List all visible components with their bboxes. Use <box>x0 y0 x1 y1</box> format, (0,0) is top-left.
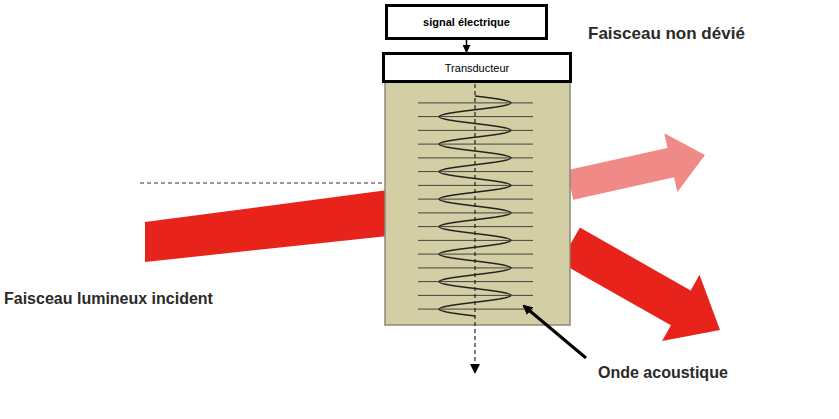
reference-line <box>140 182 385 183</box>
wavefront-line <box>418 130 533 131</box>
incident-beam <box>145 190 388 262</box>
box-label: signal électrique <box>423 16 510 28</box>
signal-arrow <box>466 40 468 52</box>
leader-line <box>524 306 586 358</box>
undeviated-beam <box>567 133 705 199</box>
crystal-block <box>385 82 570 325</box>
transducer-box: Transducteur <box>382 52 572 83</box>
signal-box: signal électrique <box>385 4 548 40</box>
propagation-axis <box>474 84 475 372</box>
beam-label: Faisceau non dévié <box>588 24 745 44</box>
wavefront-line <box>418 116 533 117</box>
beam-label: Faisceau lumineux incident <box>4 290 213 308</box>
wave-label: Onde acoustique <box>598 364 728 382</box>
box-label: Transducteur <box>445 62 509 74</box>
wavefront-line <box>418 102 533 103</box>
deviated-beam <box>560 228 720 341</box>
